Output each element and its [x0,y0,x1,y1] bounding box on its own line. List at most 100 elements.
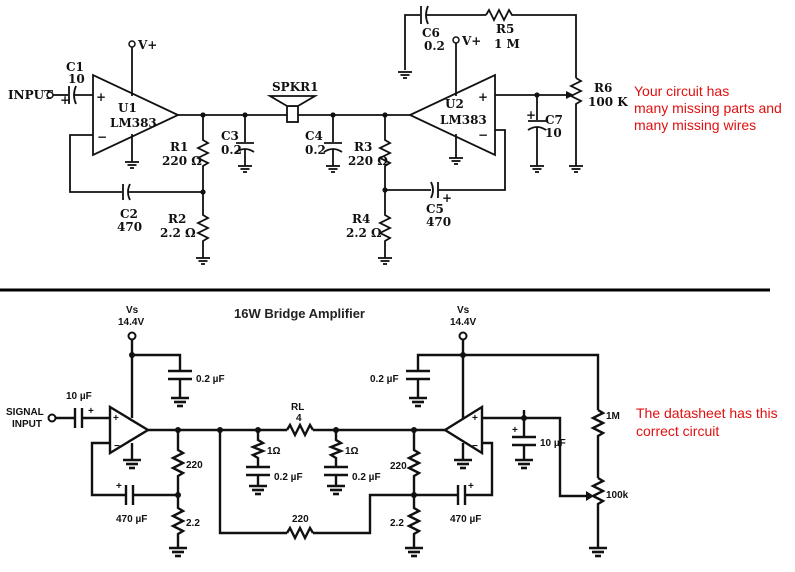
res-220-bottom-value: 220 [292,514,309,525]
r2-name: R2 [168,212,186,226]
opamp-u1: + − U1 LM383 [92,73,181,157]
resistor-r4: R4 2.2 Ω [346,190,393,258]
bottom-annotation: The datasheet has this correct circuit [636,405,778,439]
top-note-line-3: many missing wires [634,117,756,133]
cap-470-right-value: 470 µF [450,514,481,525]
r3-value: 220 Ω [348,154,388,168]
res-22-left: 2.2 [170,495,200,548]
capacitor-c2: C2 470 [117,183,142,234]
c7-name: C7 [545,113,563,127]
c6-name: C6 [422,26,440,40]
cap-10-right-value: 10 µF [540,438,566,449]
left-amp-plus: + [113,413,119,424]
c5-plus: + [442,191,452,205]
capacitor-c5: + C5 470 [426,181,452,229]
top-circuit: INPUT C1 10 + + − U1 LM383 V+ [8,5,782,265]
vs-left-value: 14.4V [118,317,144,328]
c4-value: 0.2 [305,143,326,157]
vs-right-value: 14.4V [450,317,476,328]
u1-name: U1 [118,101,137,115]
vs-right-label: Vs [457,305,470,316]
cap-470-left: + 470 µF [116,481,147,525]
res-220-right: 220 [390,430,422,495]
cap-input-plus: + [88,406,94,417]
cap-10-right-plus: + [512,425,518,436]
r5-name: R5 [496,22,514,36]
r4-value: 2.2 Ω [346,226,382,240]
vs-right-terminal [458,331,468,341]
res-1ohm-left-value: 1Ω [267,446,281,457]
r6-value: 100 K [588,95,628,109]
c1-name: C1 [66,60,84,74]
r1-value: 220 Ω [162,154,202,168]
r4-name: R4 [352,212,370,226]
r1-name: R1 [170,140,188,154]
u1-plus: + [96,90,106,104]
pot-100k: 100k [586,476,629,548]
res-220-bottom: 220 [285,514,315,541]
cap-10-right: + 10 µF [512,418,566,470]
vplus-terminal-right [452,36,460,44]
c3-name: C3 [221,129,239,143]
r6-name: R6 [594,81,612,95]
res-22-left-value: 2.2 [186,518,200,529]
c1-plus: + [60,93,70,107]
c1-value: 10 [68,72,85,86]
left-amplifier: + − [108,404,151,456]
input-label: INPUT [8,88,53,102]
resistor-r3: R3 220 Ω [348,115,393,190]
cap-470-left-plus: + [116,481,122,492]
capacitor-c7: + C7 10 [526,95,563,173]
cap-02-right-value: 0.2 µF [352,472,381,483]
bottom-circuit: 16W Bridge Amplifier Vs 14.4V 0.2 µF SIG… [6,305,778,558]
top-note-line-1: Your circuit has [634,83,729,99]
cap-02-left-value: 0.2 µF [274,472,303,483]
rl-label: RL [291,402,304,413]
snubber-right: 1Ω 0.2 µF [324,430,381,496]
snubber-left: 1Ω 0.2 µF [246,430,303,496]
vplus-terminal-left [128,40,136,48]
res-1ohm-right-value: 1Ω [345,446,359,457]
pot-100k-value: 100k [606,490,629,501]
resistor-r1: R1 220 Ω [162,115,211,192]
u1-part: LM383 [110,116,157,130]
u2-name: U2 [445,97,464,111]
bridge-title: 16W Bridge Amplifier [234,306,365,321]
c5-value: 470 [426,215,451,229]
c6-value: 0.2 [424,39,445,53]
resistor-r2: R2 2.2 Ω [160,192,211,258]
r2-value: 2.2 Ω [160,226,196,240]
cap-supply-right-value: 0.2 µF [370,374,399,385]
res-22-right: 2.2 [390,495,422,548]
right-amp-minus: − [472,441,478,452]
cap-input-value: 10 µF [66,391,92,402]
u2-minus: − [478,128,488,142]
res-1M-value: 1M [606,411,620,422]
vs-left-label: Vs [126,305,139,316]
c5-name: C5 [426,202,444,216]
signal-input-line-1: SIGNAL [6,407,44,418]
potentiometer-r6: R6 100 K [495,77,628,166]
left-amp-minus: − [114,441,120,452]
vplus-label-right: V+ [461,34,481,48]
res-220-right-value: 220 [390,461,407,472]
cap-470-left-value: 470 µF [116,514,147,525]
c7-value: 10 [545,126,562,140]
c7-plus: + [526,108,536,122]
res-220-left-value: 220 [186,460,203,471]
vplus-label-left: V+ [137,38,157,52]
capacitor-c4: C4 0.2 [305,115,343,173]
right-amplifier: − + [442,404,484,456]
r5-value: 1 M [494,37,520,51]
c3-value: 0.2 [221,143,242,157]
capacitor-c6: C6 0.2 [420,5,445,53]
u2-part: LM383 [440,113,487,127]
spkr1-name: SPKR1 [272,80,318,94]
right-amp-plus: + [472,413,478,424]
top-annotation: Your circuit has many missing parts and … [634,83,782,133]
rl-value: 4 [296,413,302,424]
capacitor-c3: C3 0.2 [221,115,255,173]
signal-input-terminal [47,413,57,423]
speaker-spkr1: SPKR1 [266,80,318,123]
